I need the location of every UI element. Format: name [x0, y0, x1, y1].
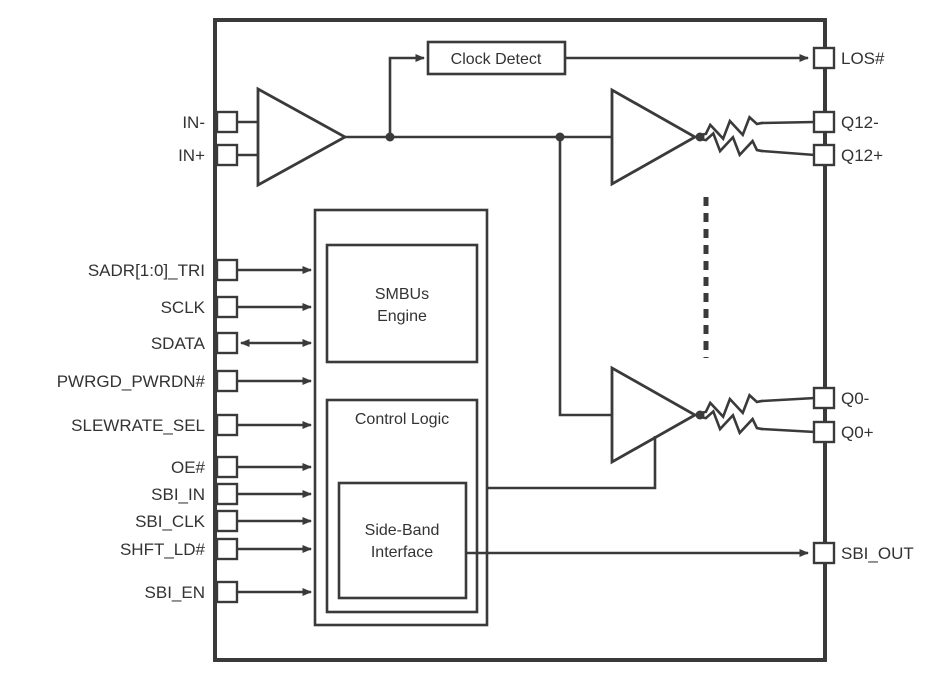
junction-dot-q0-branch: [555, 132, 565, 142]
pin-q12-plus: Q12+: [812, 143, 883, 167]
pin-box: [812, 110, 836, 134]
pin-label: LOS#: [841, 49, 885, 68]
pin-label: Q12-: [841, 113, 879, 132]
pin-box: [812, 143, 836, 167]
pin-label: OE#: [171, 458, 206, 477]
resistor-q12-plus-icon: [699, 131, 764, 158]
pin-label: IN+: [178, 146, 205, 165]
input-buffer-icon: [256, 86, 348, 188]
pin-sbi-in: SBI_IN: [151, 482, 239, 506]
pin-sbi-en: SBI_EN: [145, 580, 239, 604]
pin-label: SBI_EN: [145, 583, 205, 602]
pin-box: [812, 386, 836, 410]
clock-detect-label: Clock Detect: [451, 51, 542, 68]
resistor-q0-minus-icon: [699, 392, 764, 420]
pin-box: [215, 295, 239, 319]
wire-q0-plus: [761, 427, 816, 434]
pin-shft-ld: SHFT_LD#: [120, 537, 239, 561]
pin-label: IN-: [182, 113, 205, 132]
pin-oe: OE#: [171, 455, 239, 479]
clock-detect-block: [426, 40, 567, 76]
pin-box: [812, 541, 836, 565]
pin-q0-minus: Q0-: [812, 386, 869, 410]
pin-box: [215, 509, 239, 533]
pin-label: SADR[1:0]_TRI: [88, 261, 205, 280]
sideband-interface-block: [337, 481, 468, 600]
pin-q0-plus: Q0+: [812, 420, 874, 444]
pin-in-plus: IN+: [178, 143, 239, 167]
wire-q12-plus: [761, 149, 816, 157]
wire-q0-minus: [761, 396, 816, 403]
pin-box: [215, 580, 239, 604]
wire-q12-minus: [761, 120, 816, 125]
wire-control-to-driver: [487, 436, 657, 490]
smbus-engine-block: [325, 243, 479, 364]
junction-dot-clock-branch: [385, 132, 395, 142]
sideband-interface-label-line2: Interface: [371, 544, 433, 561]
pin-los: LOS#: [812, 46, 885, 70]
pin-box: [215, 537, 239, 561]
wire-q0-drop: [558, 137, 613, 417]
control-logic-label: Control Logic: [355, 411, 449, 428]
resistor-q12-minus-icon: [699, 114, 764, 142]
pin-label: Q0-: [841, 389, 869, 408]
pin-label: SCLK: [161, 298, 206, 317]
pin-label: SBI_IN: [151, 485, 205, 504]
output-driver-q12-icon: [610, 87, 698, 187]
pin-box: [215, 413, 239, 437]
pin-box: [215, 369, 239, 393]
pin-sdata: SDATA: [151, 331, 239, 355]
wire-clock-detect-branch: [388, 54, 425, 137]
resistor-zigzag: [699, 131, 764, 158]
smbus-engine-label-line1: SMBUs: [375, 286, 429, 303]
pin-box: [215, 143, 239, 167]
pin-box: [215, 455, 239, 479]
output-driver-q0-icon: [610, 365, 698, 465]
pin-box: [215, 331, 239, 355]
pin-label: SBI_OUT: [841, 544, 914, 563]
resistor-zigzag: [699, 114, 764, 142]
pin-box: [215, 482, 239, 506]
pin-sbi-clk: SBI_CLK: [135, 509, 239, 533]
resistor-zigzag: [699, 409, 764, 436]
pin-box: [812, 420, 836, 444]
pin-box: [812, 46, 836, 70]
pin-label: SBI_CLK: [135, 512, 206, 531]
pin-label: SHFT_LD#: [120, 540, 206, 559]
pin-box: [215, 110, 239, 134]
pin-label: Q12+: [841, 146, 883, 165]
resistor-zigzag: [699, 392, 764, 420]
pin-label: SDATA: [151, 334, 206, 353]
pin-label: Q0+: [841, 423, 874, 442]
pin-box: [215, 258, 239, 282]
pin-pwrgd-pwrdn: PWRGD_PWRDN#: [57, 369, 239, 393]
smbus-engine-label-line2: Engine: [377, 308, 427, 325]
pin-q12-minus: Q12-: [812, 110, 879, 134]
pin-label: PWRGD_PWRDN#: [57, 372, 206, 391]
pin-slewrate-sel: SLEWRATE_SEL: [71, 413, 239, 437]
chip-boundary: [213, 18, 827, 662]
pin-sadr-tri: SADR[1:0]_TRI: [88, 258, 239, 282]
pin-in-minus: IN-: [182, 110, 239, 134]
sideband-interface-label-line1: Side-Band: [365, 522, 440, 539]
pin-sclk: SCLK: [161, 295, 239, 319]
pin-sbi-out: SBI_OUT: [812, 541, 914, 565]
pin-label: SLEWRATE_SEL: [71, 416, 205, 435]
resistor-q0-plus-icon: [699, 409, 764, 436]
